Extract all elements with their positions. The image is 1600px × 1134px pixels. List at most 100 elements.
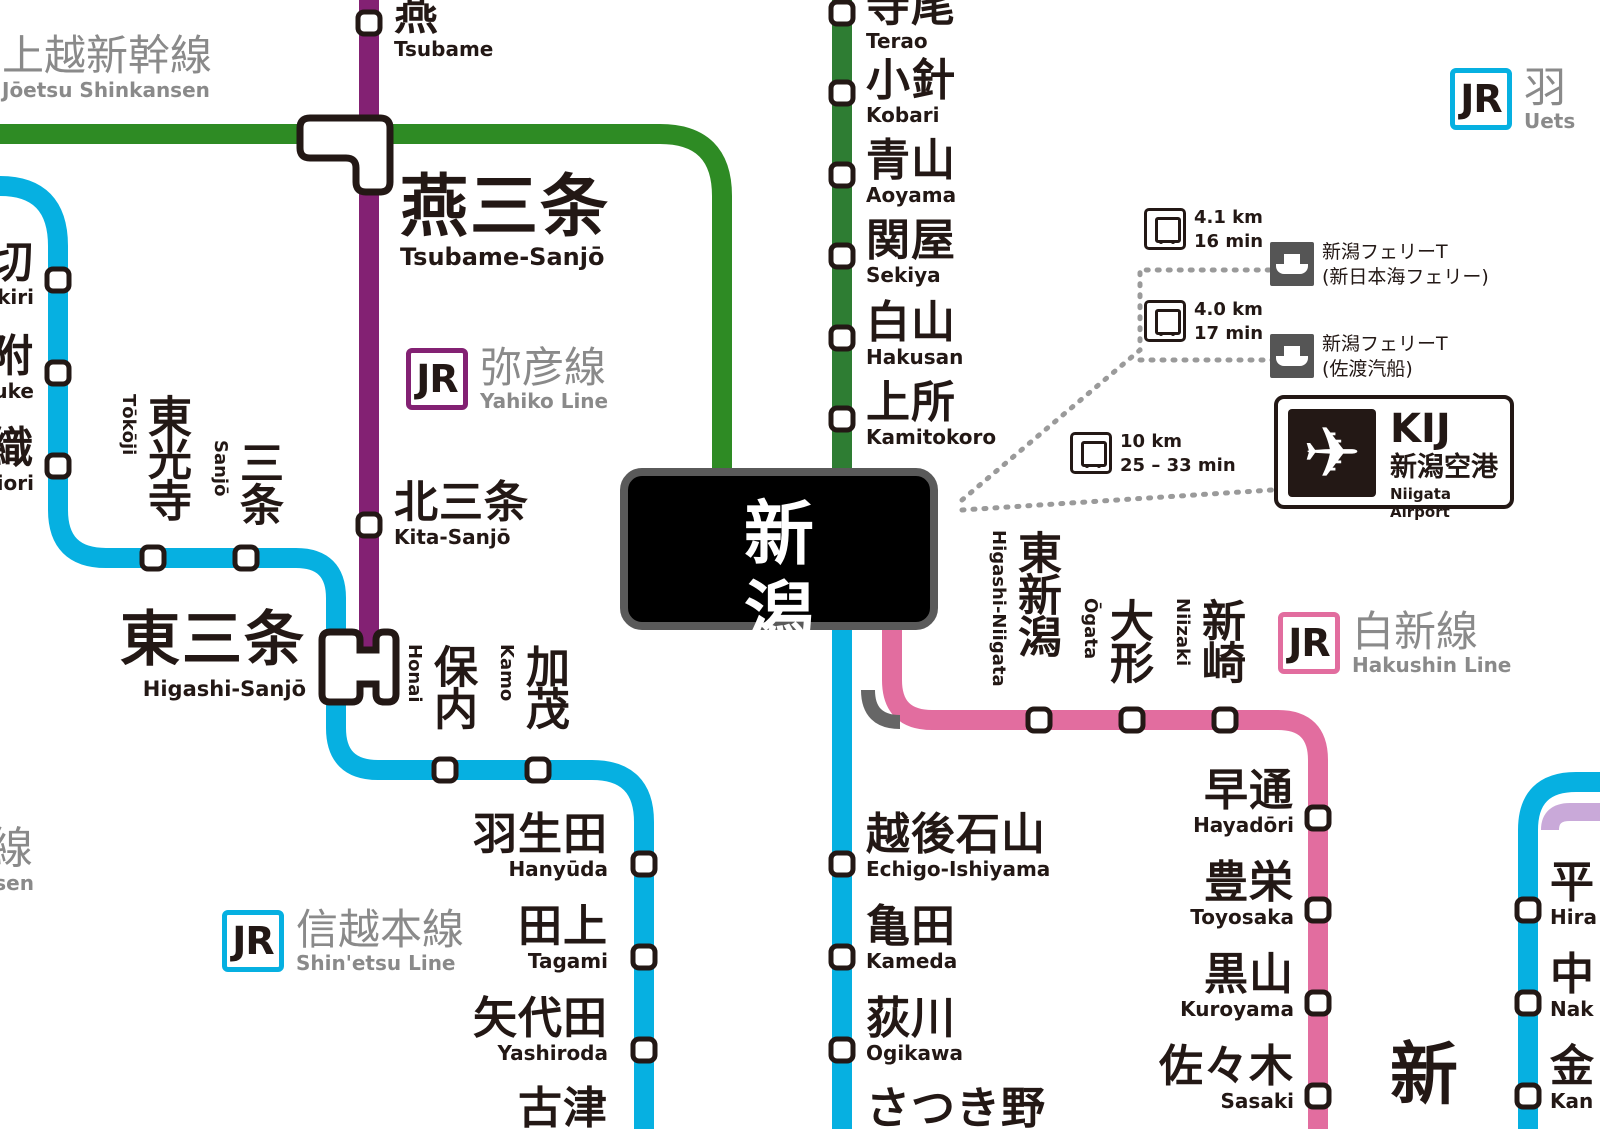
station-ogata[interactable]: Ōgata 大形 [1080, 598, 1196, 682]
station-marker-tokoji[interactable] [139, 544, 167, 572]
station-name-en: Ōgata [1080, 598, 1101, 660]
station-kamo[interactable]: Kamo 加茂 [496, 644, 612, 728]
joetsu-shinkansen-en: Jōetsu Shinkansen [2, 78, 210, 102]
station-higashi-sanjo[interactable]: 東三条 Higashi-Sanjō [118, 604, 306, 702]
station-marker-kamitokoro[interactable] [828, 405, 856, 433]
station-name-en: Kamitokoro [866, 425, 997, 449]
station-satsukino[interactable]: さつき野 [866, 1086, 1046, 1132]
line-name-en: sen [0, 871, 34, 895]
station-naka[interactable]: 中 Nak [1550, 952, 1595, 1021]
station-hira[interactable]: 平 Hira [1550, 860, 1597, 929]
station-marker-ogata[interactable] [1118, 706, 1146, 734]
station-kane[interactable]: 金 Kan [1550, 1044, 1595, 1113]
station-hakusan[interactable]: 白山 Hakusan [866, 300, 963, 369]
station-name-ja: 田上 [518, 901, 608, 952]
station-terao[interactable]: 寺尾 Terao [866, 0, 956, 52]
station-name-en: Ogikawa [866, 1041, 963, 1065]
station-marker-sasaki[interactable] [1304, 1082, 1332, 1110]
station-marker-ogikawa[interactable] [828, 1036, 856, 1064]
niigata-airport-box[interactable]: ✈ KIJ 新潟空港 Niigata Airport [1274, 395, 1514, 521]
station-name-ja: 古津 [518, 1083, 608, 1134]
jr-badge-shinetsu: JR [222, 910, 284, 972]
station-name-en: Kita-Sanjō [394, 525, 511, 549]
station-sanjo[interactable]: Sanjō 三条 [210, 440, 326, 524]
station-ogikawa[interactable]: 荻川 Ogikawa [866, 996, 963, 1065]
station-tsubame[interactable]: 燕 Tsubame [394, 0, 493, 60]
station-marker-sekiya[interactable] [828, 242, 856, 270]
station-name-ja: さつき野 [866, 1083, 1046, 1134]
station-tagami[interactable]: 田上 Tagami [440, 901, 608, 973]
station-hanyuda[interactable]: 羽生田 Hanyūda [440, 809, 608, 881]
ferry1-line1: 新潟フェリーT [1322, 241, 1448, 263]
station-kamitokoro[interactable]: 上所 Kamitokoro [866, 380, 997, 449]
hub-name-ja: 新潟 [744, 493, 874, 655]
station-marker-naka[interactable] [1514, 989, 1542, 1017]
station-marker-higashi-niigata[interactable] [1025, 706, 1053, 734]
station-marker-kita-sanjo[interactable] [355, 511, 383, 539]
hakushin-line-en: Hakushin Line [1352, 653, 1512, 677]
hakushin-line-ja: 白新線 [1352, 607, 1479, 656]
station-tokoji[interactable]: Tōkōji 東光寺 [118, 394, 280, 520]
station-yashiroda[interactable]: 矢代田 Yashiroda [440, 996, 608, 1065]
station-name-en: Hayadōri [1193, 813, 1294, 837]
station-kuroyama[interactable]: 黒山 Kuroyama [1120, 952, 1294, 1021]
right-lilac-line [1541, 803, 1600, 831]
station-echigo-ishiyama[interactable]: 越後石山 Echigo-Ishiyama [866, 809, 1050, 881]
station-marker-tagami[interactable] [630, 943, 658, 971]
niigata-hub-station[interactable]: 新潟 Niigata [620, 468, 938, 682]
station-aoyama[interactable]: 青山 Aoyama [866, 138, 956, 207]
station-sekiya[interactable]: 関屋 Sekiya [866, 218, 956, 287]
station-name-ja: 羽生田 [473, 809, 608, 860]
station-left2[interactable]: 附 uke [0, 334, 34, 403]
left-line-label: 線 sen [0, 826, 34, 895]
station-honai[interactable]: Honai 保内 [404, 644, 520, 728]
station-name-en: Higashi-Niigata [988, 530, 1009, 687]
station-shin-bottom[interactable]: 新 [1390, 1040, 1460, 1112]
station-marker-kobari[interactable] [828, 79, 856, 107]
station-marker-left2[interactable] [44, 359, 72, 387]
station-name-ja: 佐々木 [1159, 1041, 1294, 1092]
station-name-ja: 越後石山 [866, 809, 1046, 860]
station-kita-sanjo[interactable]: 北三条 Kita-Sanjō [394, 480, 529, 549]
station-hayadori[interactable]: 早通 Hayadōri [1120, 768, 1294, 837]
station-sasaki[interactable]: 佐々木 Sasaki [1120, 1041, 1294, 1113]
jr-badge-uetsu: JR [1450, 68, 1512, 130]
station-tsubame-sanjo[interactable]: 燕三条 Tsubame-Sanjō [400, 172, 610, 271]
station-marker-toyosaka[interactable] [1304, 896, 1332, 924]
station-marker-left1[interactable] [44, 266, 72, 294]
station-marker-hira[interactable] [1514, 896, 1542, 924]
station-marker-kane[interactable] [1514, 1082, 1542, 1110]
station-name-ja: 亀田 [866, 901, 956, 952]
station-left3[interactable]: 織 iori [0, 426, 34, 495]
station-marker-aoyama[interactable] [828, 161, 856, 189]
station-toyosaka[interactable]: 豊栄 Toyosaka [1120, 860, 1294, 929]
ferry2-label[interactable]: 新潟フェリーT (佐渡汽船) [1322, 332, 1448, 382]
station-marker-niizaki[interactable] [1211, 706, 1239, 734]
station-marker-echigo-ishiyama[interactable] [828, 850, 856, 878]
ferry1-label[interactable]: 新潟フェリーT (新日本海フェリー) [1322, 240, 1489, 290]
station-marker-terao[interactable] [828, 0, 856, 27]
station-next-below[interactable]: 古津 [440, 1086, 608, 1132]
station-higashi-niigata[interactable]: Higashi-Niigata 東新潟 [988, 530, 1170, 687]
station-marker-kameda[interactable] [828, 943, 856, 971]
station-marker-kamo[interactable] [524, 756, 552, 784]
station-name-en: Terao [866, 29, 928, 53]
station-marker-left3[interactable] [44, 452, 72, 480]
station-left1[interactable]: 切 kiri [0, 240, 34, 309]
station-marker-tsubame[interactable] [355, 9, 383, 37]
station-name-en: Tsubame [394, 37, 494, 61]
station-marker-yashiroda[interactable] [630, 1036, 658, 1064]
station-marker-honai[interactable] [431, 756, 459, 784]
station-marker-hakusan[interactable] [828, 324, 856, 352]
station-niizaki[interactable]: Niizaki 新崎 [1172, 598, 1288, 682]
station-marker-hanyuda[interactable] [630, 850, 658, 878]
station-name-en: Tagami [527, 949, 608, 973]
station-name-ja: 加茂 [518, 644, 569, 728]
station-marker-kuroyama[interactable] [1304, 989, 1332, 1017]
station-kameda[interactable]: 亀田 Kameda [866, 901, 957, 973]
station-marker-hayadori[interactable] [1304, 804, 1332, 832]
station-marker-sanjo[interactable] [232, 544, 260, 572]
station-kobari[interactable]: 小針 Kobari [866, 58, 956, 127]
station-name-en: Kan [1550, 1089, 1594, 1113]
